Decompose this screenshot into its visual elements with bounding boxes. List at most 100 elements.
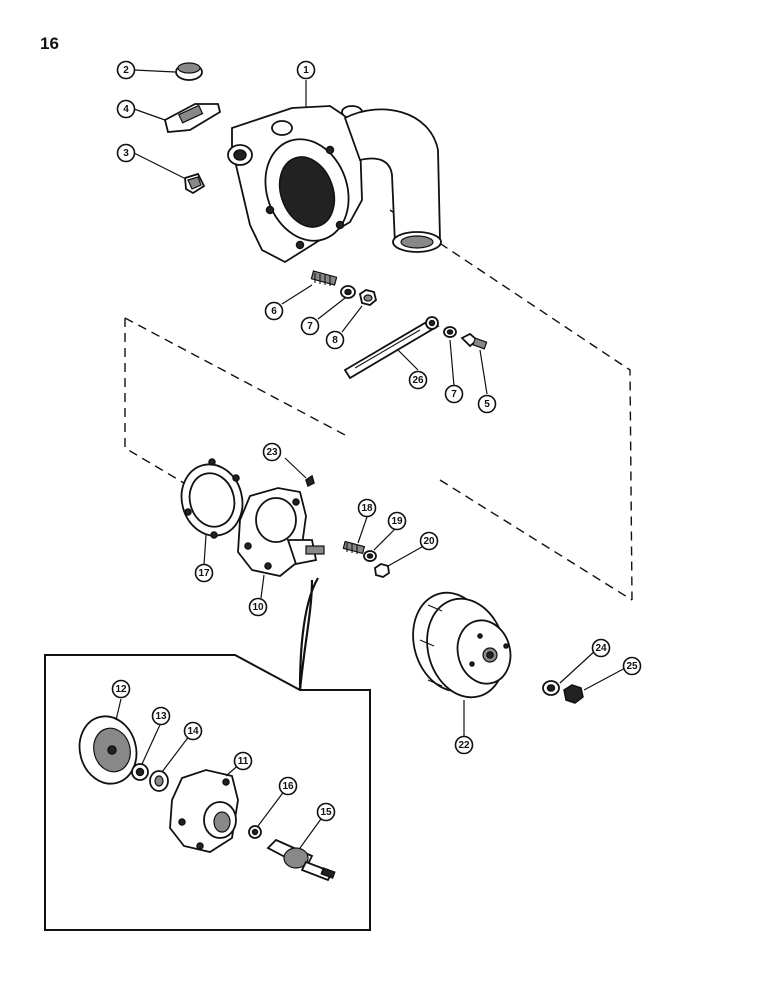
callout-circle [444,384,464,404]
callout-circle [300,316,320,336]
callout-circle [477,394,497,414]
callout-circle [264,301,284,321]
callout-5: 5 [477,394,497,414]
part-capscrew [460,332,488,350]
callout-24: 24 [591,638,611,658]
callout-label: 2 [123,65,129,76]
callout-circle [116,60,136,80]
callout-label: 22 [458,740,470,751]
callout-circle [316,802,336,822]
callout-label: 3 [123,148,129,159]
part-seal-large [149,770,169,792]
part-key [305,474,315,488]
callout-circle [622,656,642,676]
part-stud-upper [310,270,338,286]
part-nut-pulley [563,684,584,704]
callout-8: 8 [325,330,345,350]
callout-10: 10 [248,597,268,617]
callout-circle [262,442,282,462]
callout-circle [111,679,131,699]
callout-label: 14 [187,726,199,737]
callout-circle [116,143,136,163]
callout-circle [116,99,136,119]
callout-label: 18 [361,503,373,514]
part-cap [175,62,203,81]
callout-label: 11 [238,756,249,767]
callout-label: 4 [123,104,129,115]
callout-label: 7 [451,389,457,400]
part-adjusting-strap [343,316,440,380]
callout-circle [419,531,439,551]
callout-layer: 1234567781011121314151617181920222324252… [111,60,642,822]
page-number: 16 [40,34,59,53]
assembly-dashed-outline-lower [439,479,633,601]
callout-label: 5 [484,399,490,410]
callout-circle [454,735,474,755]
callout-label: 13 [155,711,167,722]
callout-25: 25 [622,656,642,676]
part-gasket-body [180,458,244,539]
callout-18: 18 [357,498,377,518]
part-stud-lower [342,540,366,555]
callout-label: 23 [266,447,278,458]
callout-label: 7 [307,321,313,332]
callout-label: 25 [626,661,638,672]
callout-label: 1 [303,65,309,76]
callout-label: 8 [332,335,338,346]
callout-circle [387,511,407,531]
callout-circle [278,776,298,796]
callout-16: 16 [278,776,298,796]
part-lockwasher-right [443,326,457,338]
part-washer-pulley [542,680,560,696]
callout-circle [357,498,377,518]
part-impeller [78,715,138,785]
assembly-dashed-outline [124,209,633,601]
callout-label: 17 [198,568,210,579]
part-gasket-small [163,103,222,133]
callout-11: 11 [233,751,253,771]
callout-circle [408,370,428,390]
part-lockwasher-upper [340,285,356,299]
part-seal-small [131,763,149,781]
callout-14: 14 [183,721,203,741]
part-washer-inset [248,825,262,839]
callout-label: 19 [391,516,403,527]
callout-1: 1 [296,60,316,80]
callout-circle [194,563,214,583]
callout-circle [296,60,316,80]
callout-label: 15 [320,807,332,818]
part-shaft-bearing [266,838,336,882]
callout-label: 16 [282,781,294,792]
inset-frame [44,577,371,931]
callout-circle [151,706,171,726]
callout-2: 2 [116,60,136,80]
callout-circle [591,638,611,658]
callout-circle [183,721,203,741]
part-pump-body [237,487,325,577]
callout-7b: 7 [444,384,464,404]
callout-circle [248,597,268,617]
callout-26: 26 [408,370,428,390]
part-nut-lower [374,563,390,578]
part-plug [184,172,206,195]
part-pump-body-inset [169,769,239,853]
callout-3: 3 [116,143,136,163]
callout-7a: 7 [300,316,320,336]
callout-label: 24 [595,643,607,654]
part-pulley [412,591,512,699]
callout-17: 17 [194,563,214,583]
callout-4: 4 [116,99,136,119]
part-pump-housing [227,105,442,264]
callout-label: 6 [271,306,277,317]
callout-label: 26 [412,375,424,386]
callout-label: 10 [252,602,264,613]
callout-6: 6 [264,301,284,321]
callout-circle [325,330,345,350]
callout-label: 12 [115,684,127,695]
part-nut-upper [358,289,378,306]
callout-22: 22 [454,735,474,755]
callout-19: 19 [387,511,407,531]
callout-20: 20 [419,531,439,551]
callout-label: 20 [423,536,435,547]
